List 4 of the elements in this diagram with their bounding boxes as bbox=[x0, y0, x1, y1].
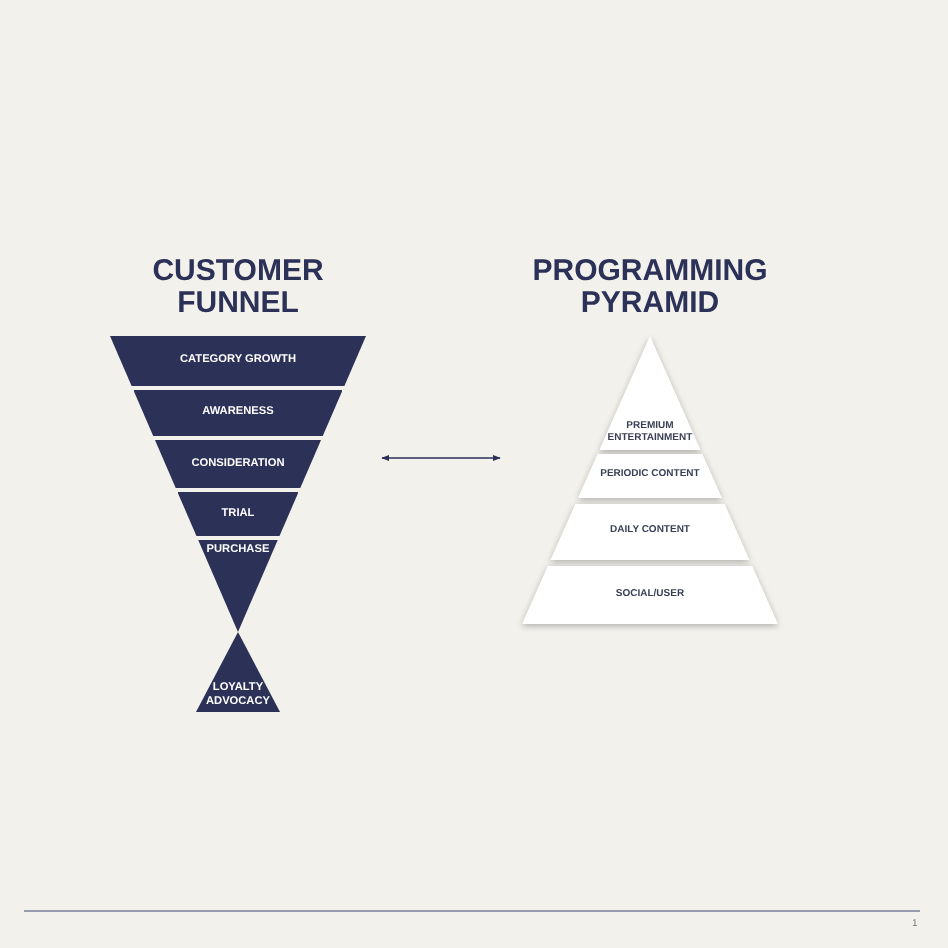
pyramid-tier bbox=[578, 454, 722, 498]
double-arrow bbox=[381, 454, 501, 462]
diagram-heading: PROGRAMMING PYRAMID bbox=[530, 256, 770, 320]
diagram-heading: CUSTOMER FUNNEL bbox=[150, 256, 326, 320]
